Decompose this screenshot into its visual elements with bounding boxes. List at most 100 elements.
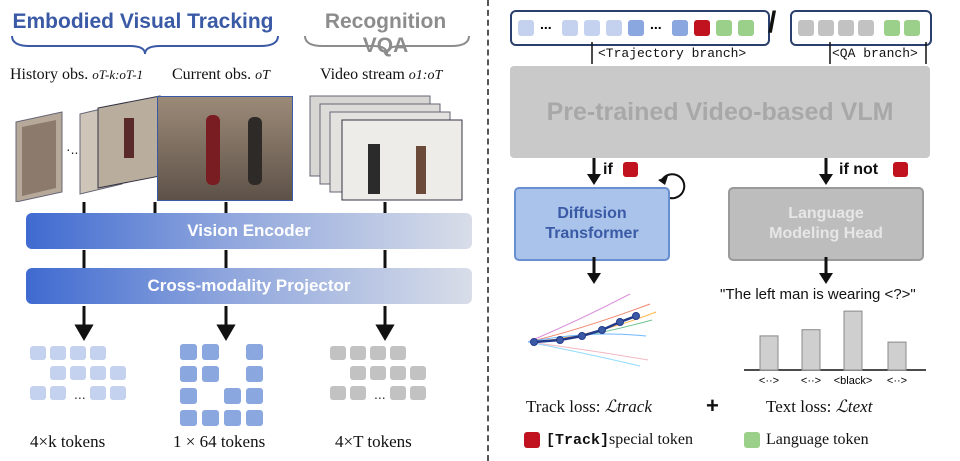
- tokens-k-label: 4×k tokens: [30, 432, 106, 451]
- token-T-6: [390, 366, 406, 380]
- traj-token-6: [694, 20, 710, 36]
- if-track-token: [623, 162, 638, 177]
- text-loss-label: Text loss: ℒtext: [766, 397, 873, 416]
- token-64-7: [224, 388, 241, 404]
- token-T-2: [370, 346, 386, 360]
- token-T-7: [410, 366, 426, 380]
- token-k-5: [70, 366, 86, 380]
- grid-k-ellipsis: ...: [74, 386, 86, 402]
- lmh-down-arrow: [819, 257, 833, 284]
- branch-ticks: [591, 42, 927, 64]
- answer-bar-3: [887, 341, 907, 371]
- token-k-0: [30, 346, 46, 360]
- encoder-connectors: [82, 202, 387, 268]
- person-red-icon: [206, 115, 220, 185]
- traj-token-3: [606, 20, 622, 36]
- qa-token-4: [884, 20, 900, 36]
- traj-token-8: [738, 20, 754, 36]
- title-embodied-visual-tracking: Embodied Visual Tracking: [12, 10, 274, 33]
- legend-track-label: [Track]special token: [546, 431, 693, 449]
- self-loop-icon: [658, 173, 686, 200]
- trajectory-branch-label: <Trajectory branch>: [598, 46, 747, 61]
- qa-token-1: [818, 20, 834, 36]
- traj-token-7: [716, 20, 732, 36]
- title-recognition-vqa: Recognition VQA: [324, 10, 447, 57]
- token-T-5: [370, 366, 386, 380]
- if-arrow: [587, 158, 601, 185]
- token-64-9: [180, 410, 197, 426]
- grid-T-ellipsis: ...: [374, 386, 386, 402]
- plus-sign: +: [706, 393, 719, 418]
- vision-encoder-bar: Vision Encoder: [26, 213, 472, 249]
- history-obs-label: History obs. oT-k:oT-1: [10, 66, 144, 83]
- diffusion-transformer-box: Diffusion Transformer: [514, 187, 670, 261]
- current-frame-image: [157, 96, 293, 201]
- token-k-7: [110, 366, 126, 380]
- answer-bar-label-1: <··>: [801, 375, 821, 387]
- token-64-11: [224, 410, 241, 426]
- qa-token-sequence: [790, 10, 932, 46]
- token-64-0: [180, 344, 197, 360]
- video-stream-label: Video stream o1:oT: [320, 66, 443, 83]
- token-k-1: [50, 346, 66, 360]
- traj-ellipsis-1: ...: [540, 16, 552, 32]
- video-stream-frames: [309, 95, 463, 201]
- answer-bar-1: [801, 329, 821, 371]
- panel-divider: [487, 0, 489, 461]
- answer-bar-0: [759, 335, 779, 371]
- traj-token-0: [518, 20, 534, 36]
- tokens-64-label: 1 × 64 tokens: [173, 432, 266, 451]
- history-frames: ·..: [15, 95, 161, 202]
- answer-bar-label-2: <black>: [834, 375, 873, 387]
- language-modeling-head-box: Language Modeling Head: [728, 187, 924, 261]
- if-not-track-token: [893, 162, 908, 177]
- trajectory-plot: [527, 293, 657, 367]
- answer-bar-2: [843, 310, 863, 371]
- traj-token-4: [628, 20, 644, 36]
- token-k-2: [70, 346, 86, 360]
- bracket-vqa: [304, 35, 470, 55]
- track-loss-label: Track loss: ℒtrack: [526, 397, 652, 416]
- tokens-T-grid: [330, 346, 440, 416]
- token-64-10: [202, 410, 219, 426]
- tokens-64-grid: [180, 344, 270, 426]
- token-k-8: [30, 386, 46, 400]
- bracket-tracking: [11, 35, 279, 55]
- traj-token-5: [672, 20, 688, 36]
- token-k-11: [110, 386, 126, 400]
- answer-distribution-chart: <··><··><black><··>: [744, 310, 926, 387]
- token-T-4: [350, 366, 366, 380]
- current-obs-label: Current obs. oT: [172, 66, 270, 83]
- qa-token-5: [904, 20, 920, 36]
- qa-token-0: [798, 20, 814, 36]
- token-64-3: [180, 366, 197, 382]
- token-T-11: [410, 386, 426, 400]
- diffusion-down-arrow: [587, 257, 601, 284]
- cross-modality-projector-bar: Cross-modality Projector: [26, 268, 472, 304]
- legend-track-swatch: [524, 432, 540, 448]
- if-label: if: [603, 161, 613, 178]
- projector-down-arrows: [74, 306, 395, 341]
- token-k-6: [90, 366, 106, 380]
- qa-branch-label: <QA branch>: [832, 46, 918, 61]
- token-T-10: [390, 386, 406, 400]
- qa-token-2: [838, 20, 854, 36]
- token-64-1: [202, 344, 219, 360]
- trajectory-token-sequence: ......: [510, 10, 770, 46]
- token-T-3: [390, 346, 406, 360]
- token-k-9: [50, 386, 66, 400]
- traj-token-2: [584, 20, 600, 36]
- token-64-5: [246, 366, 263, 382]
- qa-question-text: "The left man is wearing <?>": [720, 286, 916, 303]
- qa-token-3: [858, 20, 874, 36]
- tokens-T-label: 4×T tokens: [335, 432, 412, 451]
- if-not-label: if not: [839, 161, 879, 178]
- token-k-4: [50, 366, 66, 380]
- token-64-2: [246, 344, 263, 360]
- person-dark-icon: [248, 117, 262, 185]
- answer-bar-label-0: <··>: [759, 375, 779, 387]
- token-64-4: [202, 366, 219, 382]
- history-ellipsis: ·..: [66, 141, 78, 157]
- token-T-8: [330, 386, 346, 400]
- token-T-1: [350, 346, 366, 360]
